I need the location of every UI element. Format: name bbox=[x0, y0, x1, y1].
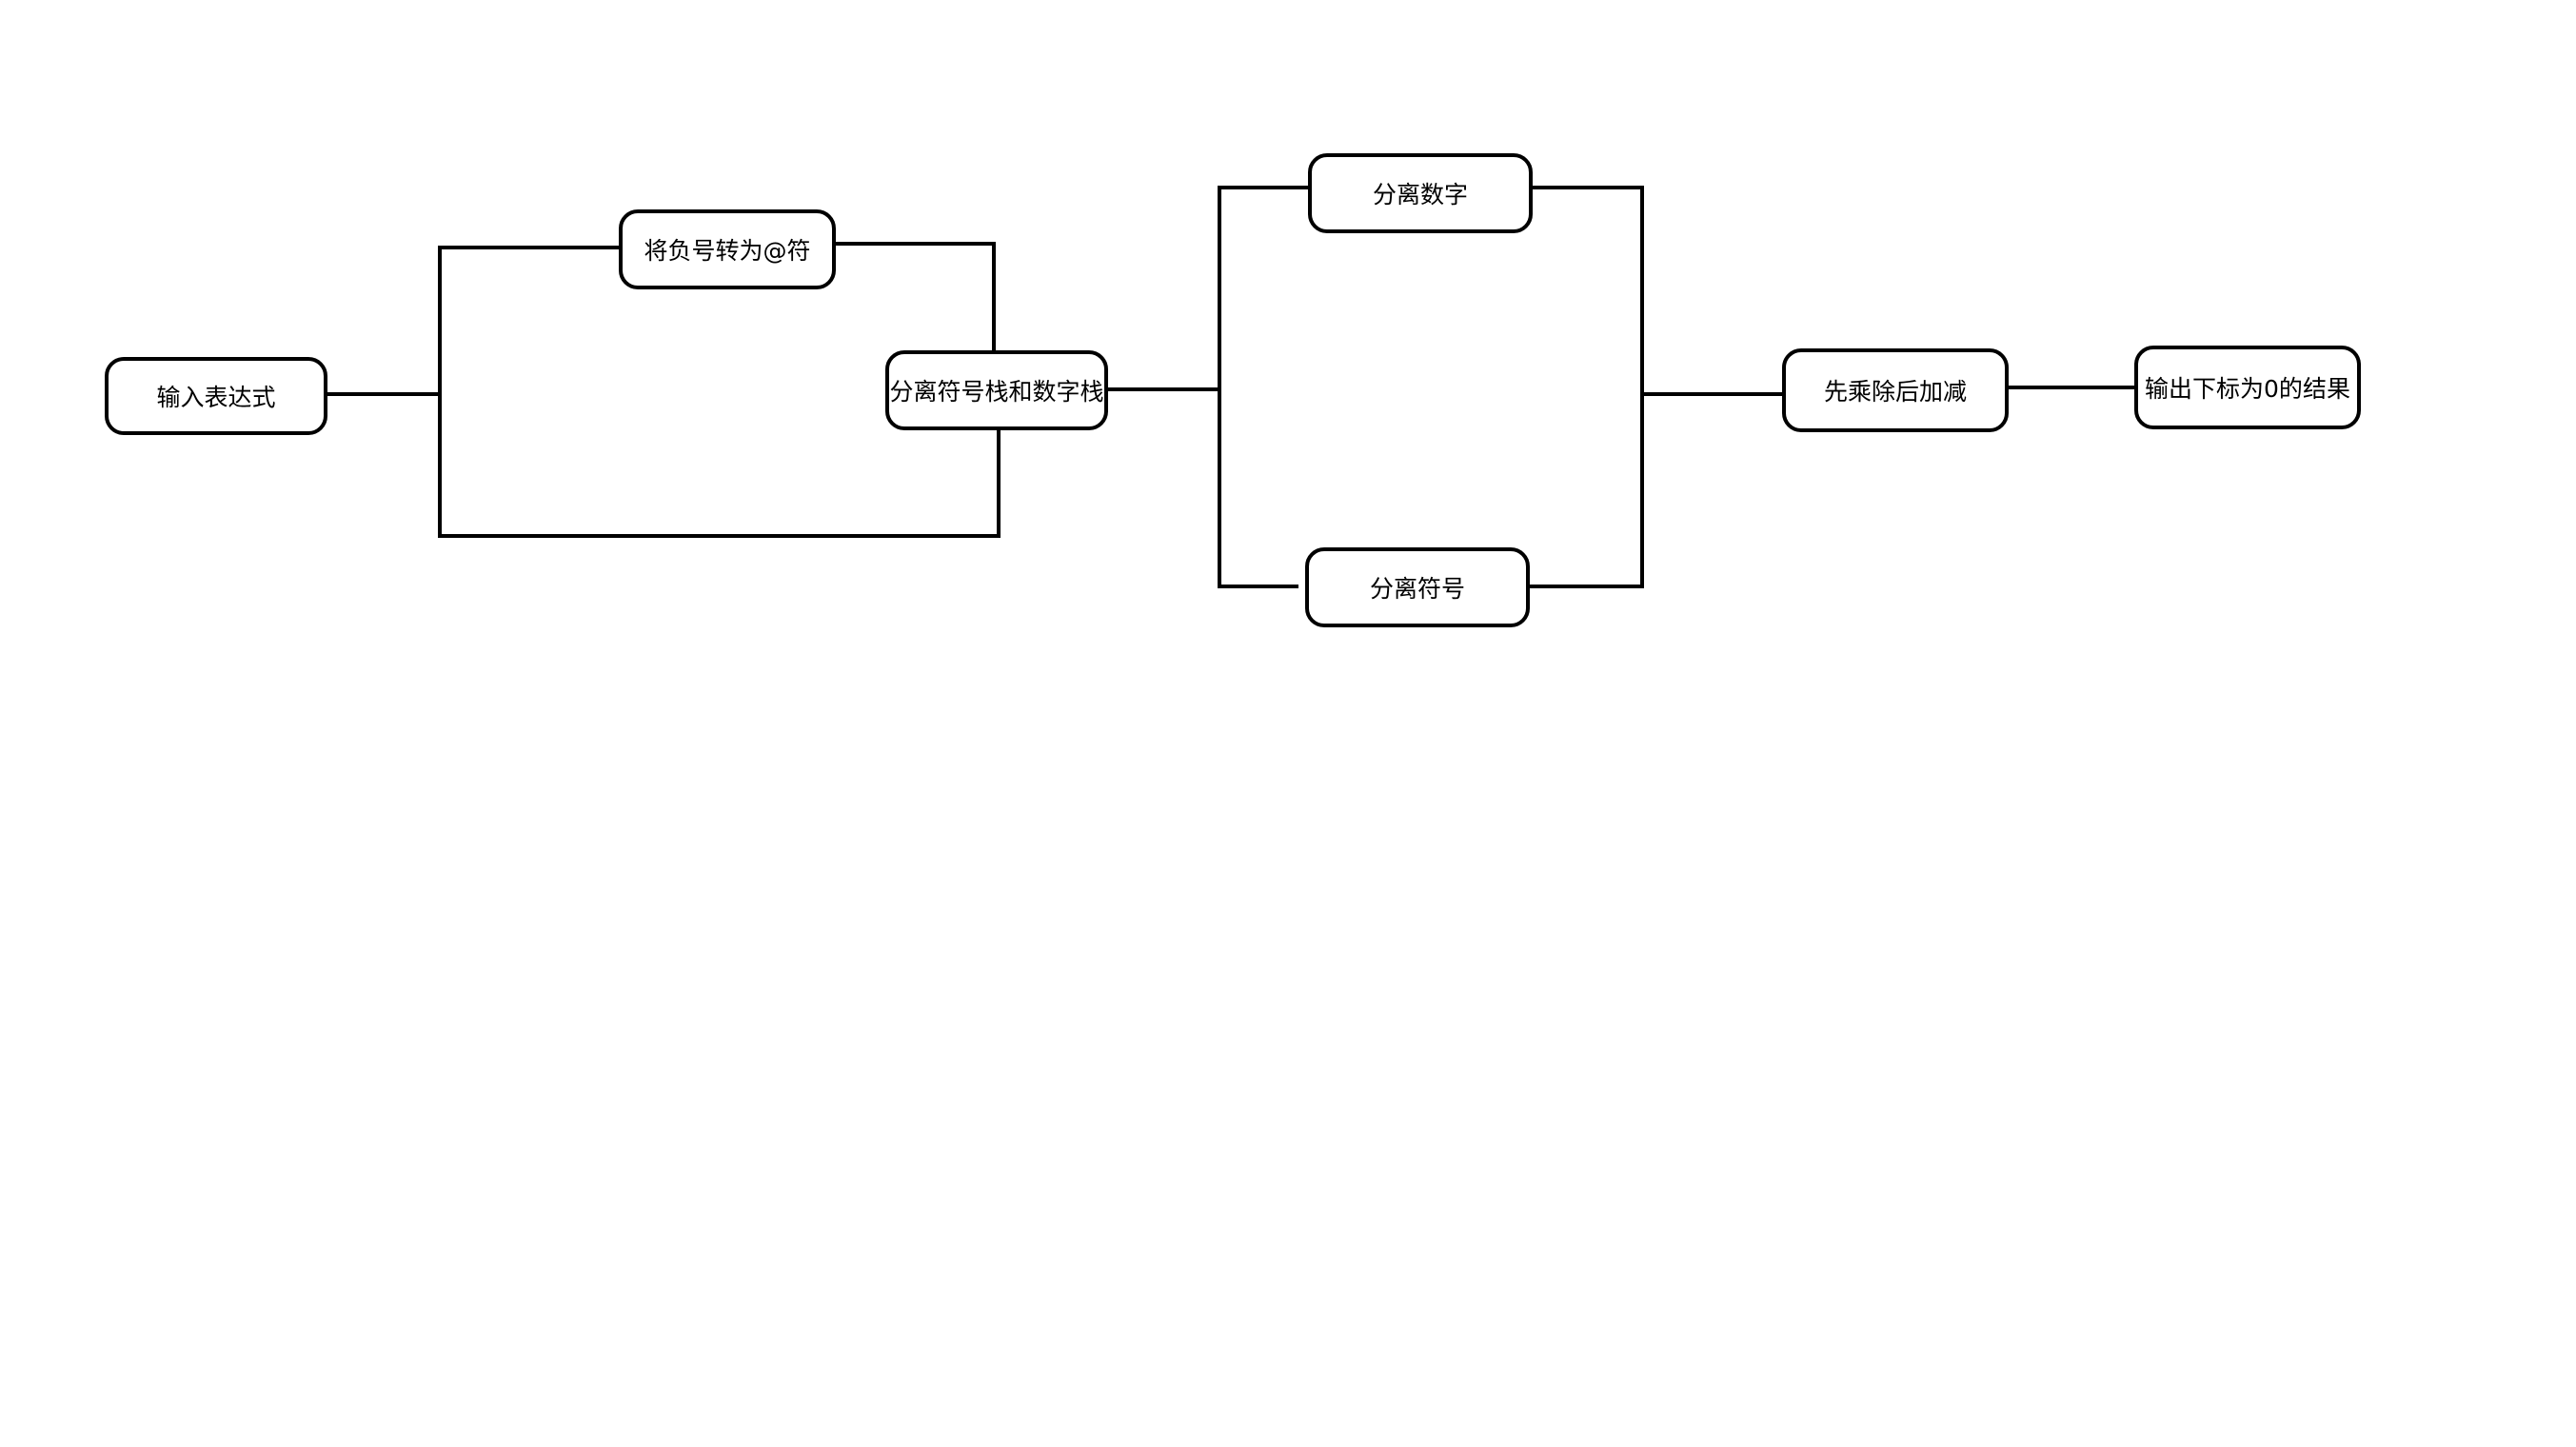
node-input-expression: 输入表达式 bbox=[105, 357, 327, 435]
connector-convert-to-split bbox=[830, 242, 996, 354]
node-output-result-label: 输出下标为0的结果 bbox=[2145, 375, 2350, 403]
node-input-expression-label: 输入表达式 bbox=[156, 384, 276, 411]
node-mul-div-first: 先乘除后加减 bbox=[1782, 348, 2009, 432]
node-convert-negative-label: 将负号转为@符 bbox=[644, 237, 811, 265]
node-split-symbols: 分离符号 bbox=[1305, 547, 1530, 627]
connector-bottom-branch bbox=[438, 425, 1001, 538]
node-split-symbols-label: 分离符号 bbox=[1369, 575, 1465, 603]
node-split-numbers: 分离数字 bbox=[1308, 153, 1533, 233]
node-convert-negative: 将负号转为@符 bbox=[619, 209, 836, 289]
node-output-result: 输出下标为0的结果 bbox=[2134, 346, 2361, 429]
node-split-numbers-label: 分离数字 bbox=[1372, 181, 1468, 208]
connector-numbers-to-merge bbox=[1529, 186, 1644, 588]
node-mul-div-first-label: 先乘除后加减 bbox=[1823, 378, 1967, 406]
node-split-stacks-label: 分离符号栈和数字栈 bbox=[889, 378, 1104, 406]
node-split-stacks: 分离符号栈和数字栈 bbox=[885, 350, 1108, 430]
